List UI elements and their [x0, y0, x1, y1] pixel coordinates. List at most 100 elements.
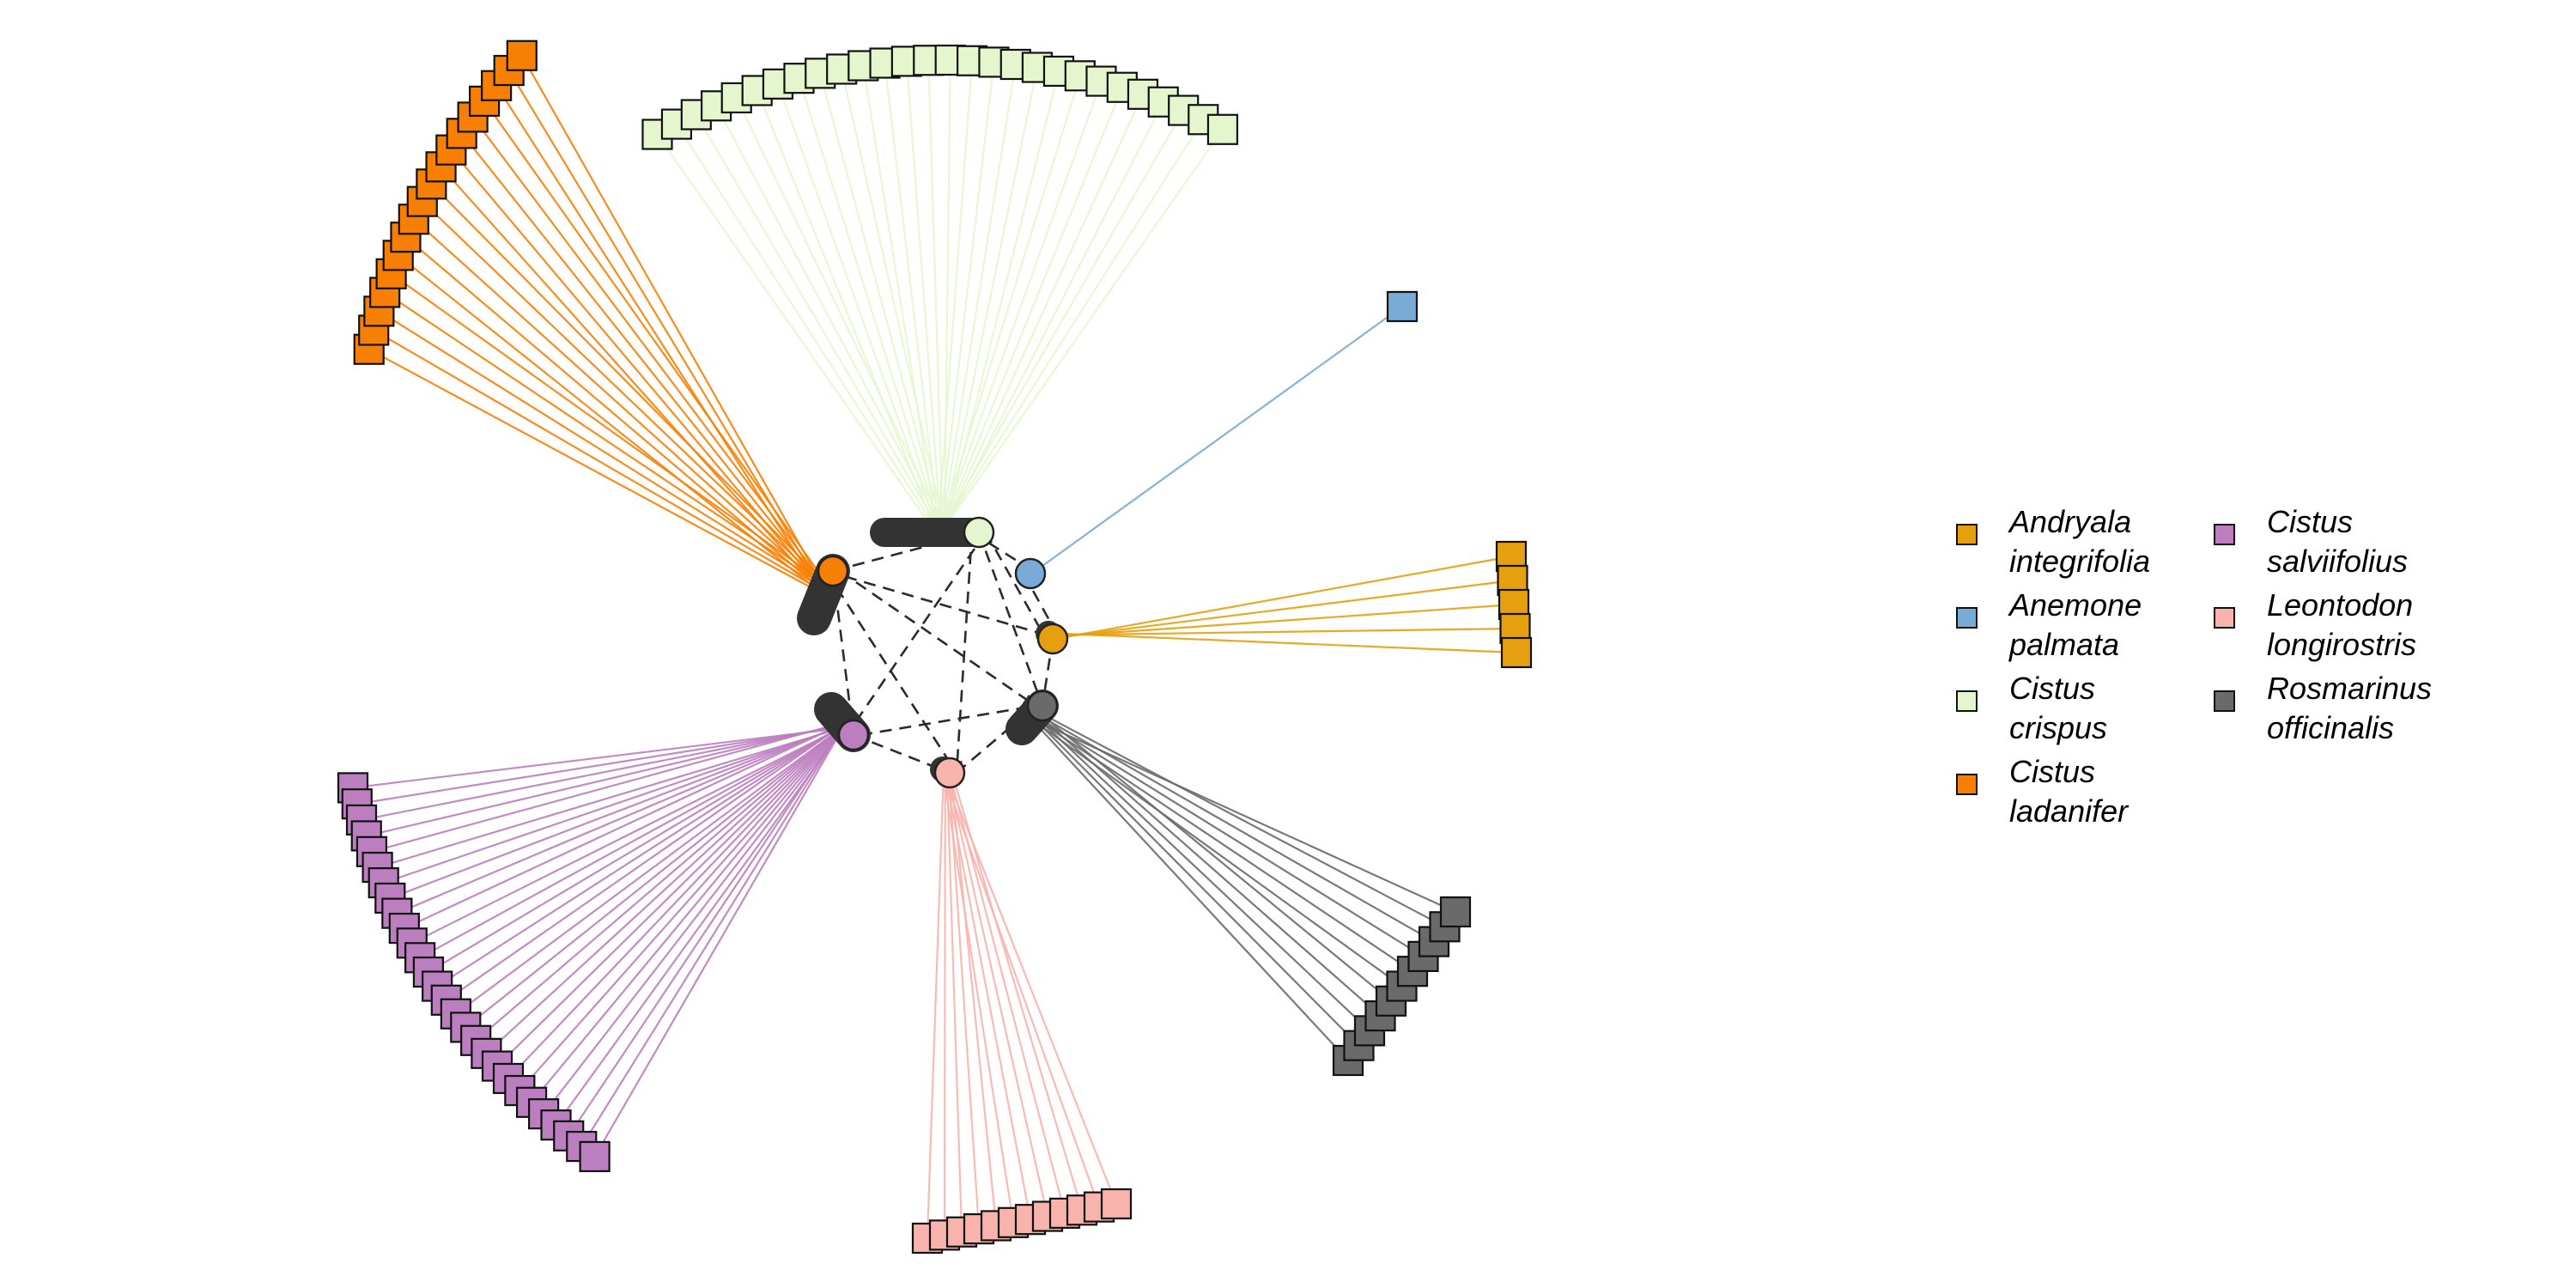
edge — [942, 774, 1101, 1208]
leaf-node — [506, 39, 538, 71]
legend-label-line2: ladanifer — [2009, 793, 2129, 829]
square-swatch-icon — [1956, 774, 1978, 795]
edge — [389, 723, 846, 900]
legend-label-line1: Anemone — [2009, 587, 2142, 623]
edge — [939, 86, 1123, 534]
edge — [1033, 714, 1425, 957]
plant-node — [1014, 557, 1047, 590]
leaf-node-group — [337, 772, 611, 1173]
dashed-edge — [984, 532, 1048, 641]
legend-label-line1: Andryala — [2009, 504, 2132, 539]
dashed-edge — [860, 702, 1037, 737]
edge — [1031, 715, 1360, 1047]
edge — [465, 726, 844, 1029]
edge — [397, 254, 823, 594]
edge — [1030, 717, 1349, 1061]
legend-label-line2: integrifolia — [2009, 544, 2151, 579]
square-swatch-icon — [2214, 524, 2235, 545]
legend-label-line2: palmata — [2009, 627, 2120, 662]
legend-label-line2: crispus — [2009, 710, 2108, 745]
leaf-node — [1500, 636, 1533, 669]
leaf-node — [1100, 1188, 1133, 1220]
edge — [365, 720, 848, 838]
legend: Andryala integrifolia Anemone palmata Cist… — [1956, 502, 2471, 837]
edge — [797, 76, 943, 534]
legend-label-line1: Leontodon — [2267, 587, 2414, 623]
plant-node — [933, 756, 966, 789]
plant-node — [1026, 690, 1059, 722]
square-swatch-icon — [1956, 524, 1978, 545]
leaf-node — [1386, 290, 1419, 323]
edge — [944, 100, 1164, 531]
edge — [460, 132, 827, 592]
edge-group — [351, 720, 849, 1158]
edge — [923, 774, 948, 1240]
edge — [368, 348, 823, 594]
edge — [1053, 629, 1518, 657]
edge — [412, 218, 827, 591]
dashed-edge — [951, 532, 974, 775]
edge — [495, 84, 823, 595]
edge — [531, 723, 846, 1103]
edge — [860, 64, 941, 538]
legend-label-line1: Cistus — [2267, 504, 2354, 539]
edge-group — [923, 767, 1118, 1240]
square-swatch-icon — [2214, 607, 2235, 629]
legend-label-line1: Cistus — [2009, 754, 2096, 789]
edge — [1046, 553, 1513, 643]
edge — [1033, 714, 1370, 1032]
edge — [404, 236, 825, 592]
leaf-node-group — [1332, 896, 1472, 1077]
edge — [944, 772, 1118, 1206]
legend-label-line2: salviifolius — [2267, 544, 2409, 579]
edge — [593, 723, 846, 1158]
square-swatch-icon — [1956, 607, 1978, 629]
leaf-node-group — [1386, 290, 1419, 323]
edge — [450, 149, 825, 593]
square-swatch-icon — [2214, 690, 2235, 712]
legend-label-line2: longirostris — [2267, 627, 2417, 662]
edge-group — [1046, 553, 1518, 657]
edge — [1031, 715, 1414, 973]
edge — [378, 310, 827, 591]
square-swatch-icon — [1956, 690, 1978, 712]
dashed-edge — [977, 532, 1044, 708]
edge — [436, 722, 848, 987]
leaf-node-group — [911, 1188, 1133, 1255]
edge — [485, 722, 848, 1054]
edge — [568, 726, 842, 1137]
edge — [454, 727, 842, 1015]
legend-label-line1: Cistus — [2009, 671, 2096, 706]
edge — [418, 726, 844, 959]
edge-group — [368, 54, 830, 595]
leaf-node-group — [1495, 540, 1533, 669]
legend-label-line1: Rosmarinus — [2267, 671, 2433, 706]
edge — [1030, 717, 1457, 914]
leaf-node — [1439, 896, 1472, 928]
legend-label-line2: officinalis — [2267, 710, 2395, 745]
leaf-node-group — [641, 44, 1239, 150]
dashed-edge — [839, 569, 1037, 708]
edge — [376, 726, 842, 869]
leaf-node — [1206, 113, 1239, 145]
dashed-edge — [824, 570, 958, 775]
edge — [580, 725, 844, 1148]
edge — [756, 89, 939, 538]
edge-group — [1030, 710, 1457, 1061]
leaf-node-group — [353, 39, 538, 365]
leaf-node — [579, 1140, 611, 1173]
edge — [1030, 717, 1403, 987]
plant-node — [1036, 623, 1069, 655]
edge — [427, 724, 846, 974]
plant-node — [837, 719, 870, 751]
dashed-edge — [845, 532, 987, 737]
edge — [520, 54, 827, 592]
edge-group — [1025, 306, 1404, 578]
plant-node — [817, 555, 849, 587]
edge — [942, 93, 1144, 532]
plant-node — [963, 516, 995, 549]
edge — [776, 82, 941, 536]
edge — [939, 118, 1205, 536]
dashed-edge — [825, 569, 1061, 641]
